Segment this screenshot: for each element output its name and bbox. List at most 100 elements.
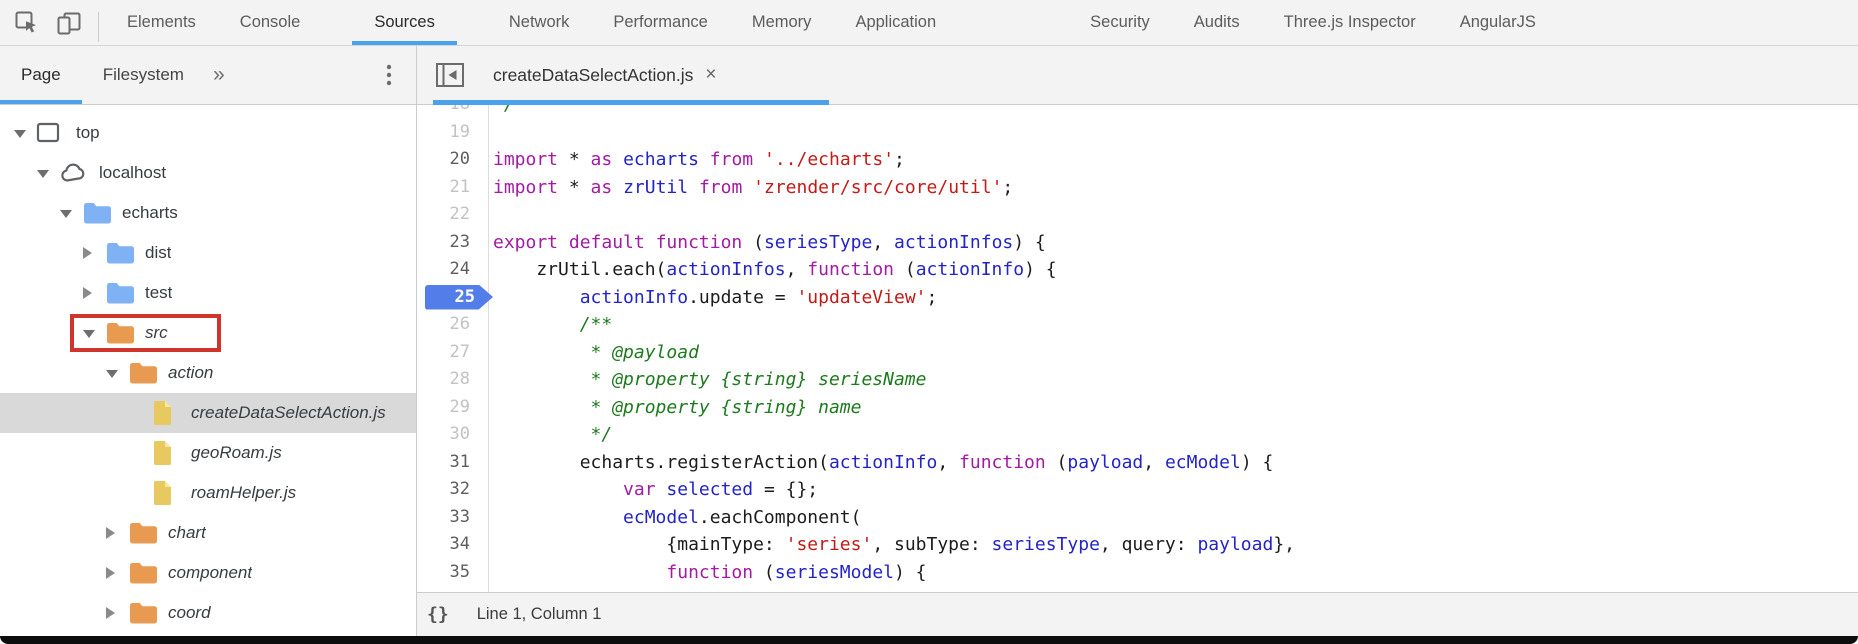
- tab-application[interactable]: Application: [855, 13, 937, 31]
- code-line-content: */: [579, 424, 613, 445]
- navigator-tab-page[interactable]: Page: [0, 46, 82, 104]
- folder-icon: [130, 603, 157, 624]
- line-number[interactable]: 30: [449, 424, 470, 444]
- line-number[interactable]: 21: [449, 176, 470, 197]
- expanded-arrow-icon[interactable]: [37, 170, 49, 178]
- tree-item-action[interactable]: action: [0, 353, 416, 393]
- file-tab-title: createDataSelectAction.js: [493, 64, 694, 85]
- tree-item-coord[interactable]: coord: [0, 593, 416, 633]
- code-line-content: actionInfo.update = 'updateView';: [579, 286, 938, 308]
- highlight-box: [70, 314, 221, 352]
- line-number[interactable]: 27: [449, 341, 470, 362]
- tree-item-test[interactable]: test: [0, 273, 416, 313]
- cursor-position-label: Line 1, Column 1: [476, 605, 602, 623]
- pretty-print-icon[interactable]: {}: [427, 604, 449, 625]
- tab-console[interactable]: Console: [239, 13, 301, 31]
- tree-item-localhost[interactable]: localhost: [0, 153, 416, 193]
- line-number[interactable]: 31: [449, 451, 470, 472]
- tree-item-dist[interactable]: dist: [0, 233, 416, 273]
- code-line-content: [488, 119, 1858, 147]
- collapsed-arrow-icon[interactable]: [106, 527, 115, 539]
- tree-item-label: echarts: [122, 203, 178, 222]
- line-number[interactable]: 19: [449, 121, 470, 142]
- code-line-22: 22: [417, 201, 1858, 229]
- tree-item-component[interactable]: component: [0, 553, 416, 593]
- code-line-content: import * as zrUtil from 'zrender/src/cor…: [493, 176, 1014, 198]
- tree-item-label: roamHelper.js: [191, 483, 297, 502]
- cloud-icon: [61, 163, 85, 182]
- line-number[interactable]: 32: [449, 479, 470, 499]
- line-number[interactable]: 22: [449, 204, 470, 224]
- tree-item-label: test: [145, 283, 173, 302]
- tree-item-src[interactable]: src: [0, 313, 416, 353]
- collapsed-arrow-icon[interactable]: [106, 607, 115, 619]
- active-tab-underline: [433, 100, 829, 105]
- expanded-arrow-icon[interactable]: [60, 210, 72, 218]
- tree-item-roamhelper-js[interactable]: roamHelper.js: [0, 473, 416, 513]
- line-number[interactable]: 18: [417, 105, 488, 119]
- window-bottom-edge: [0, 636, 1858, 644]
- inspect-element-icon[interactable]: [12, 8, 42, 38]
- code-line-33: 33 ecModel.eachComponent(: [417, 504, 1858, 532]
- hide-navigator-icon[interactable]: [435, 60, 466, 90]
- tree-item-top[interactable]: top: [0, 113, 416, 153]
- more-options-icon[interactable]: [380, 46, 398, 104]
- code-line-24: 24 zrUtil.each(actionInfos, function (ac…: [417, 256, 1858, 284]
- tab-security[interactable]: Security: [1090, 13, 1150, 31]
- expanded-arrow-icon[interactable]: [106, 370, 118, 378]
- code-line-content: export default function (seriesType, act…: [493, 231, 1046, 253]
- expanded-arrow-icon[interactable]: [14, 130, 26, 138]
- close-tab-icon[interactable]: ×: [705, 64, 717, 85]
- tree-item-label: action: [168, 363, 214, 382]
- file-icon: [154, 401, 171, 425]
- editor-status-bar: {} Line 1, Column 1: [417, 592, 1858, 636]
- navigator-tabs: Page Filesystem: [0, 46, 205, 104]
- collapsed-arrow-icon[interactable]: [83, 247, 92, 259]
- code-line-18: 18*/: [417, 105, 1858, 119]
- code-line-content: * @payload: [579, 341, 699, 363]
- tree-item-createdataselectaction-js[interactable]: createDataSelectAction.js: [0, 393, 416, 433]
- line-number[interactable]: 24: [449, 259, 470, 279]
- folder-icon: [130, 563, 157, 584]
- line-number[interactable]: 29: [449, 396, 470, 417]
- line-number[interactable]: 26: [449, 314, 470, 334]
- tab-sources[interactable]: Sources: [352, 0, 457, 45]
- tab-network[interactable]: Network: [508, 13, 570, 31]
- device-toolbar-icon[interactable]: [54, 8, 84, 38]
- collapsed-arrow-icon[interactable]: [106, 567, 115, 579]
- code-line-19: 19: [417, 119, 1858, 147]
- editor-tabbar: createDataSelectAction.js ×: [417, 46, 1858, 105]
- tab-three-js-inspector[interactable]: Three.js Inspector: [1283, 13, 1416, 31]
- navigator-tab-filesystem[interactable]: Filesystem: [102, 65, 184, 84]
- execution-pointer-flag[interactable]: 25: [425, 284, 493, 310]
- tab-performance[interactable]: Performance: [613, 13, 708, 31]
- tree-item-chart[interactable]: chart: [0, 513, 416, 553]
- line-number[interactable]: 33: [449, 506, 470, 527]
- tree-item-echarts[interactable]: echarts: [0, 193, 416, 233]
- tab-overflow-chevron[interactable]: »: [212, 63, 225, 86]
- tab-audits[interactable]: Audits: [1193, 13, 1240, 31]
- tree-item-label: geoRoam.js: [191, 443, 282, 462]
- file-tab-createdataselectaction-js[interactable]: createDataSelectAction.js ×: [493, 64, 717, 86]
- collapsed-arrow-icon[interactable]: [83, 287, 92, 299]
- tab-elements[interactable]: Elements: [127, 13, 196, 31]
- code-line-29: 29 * @property {string} name: [417, 394, 1858, 422]
- tree-item-georoam-js[interactable]: geoRoam.js: [0, 433, 416, 473]
- tab-angularjs[interactable]: AngularJS: [1459, 13, 1536, 31]
- line-number[interactable]: 20: [449, 149, 470, 169]
- code-line-content: var selected = {};: [623, 479, 819, 500]
- toolbar-divider: [98, 11, 99, 42]
- line-number[interactable]: 34: [449, 534, 470, 554]
- frame-icon: [36, 122, 60, 143]
- line-number[interactable]: 28: [449, 369, 470, 389]
- line-number[interactable]: 23: [449, 231, 470, 252]
- tab-memory[interactable]: Memory: [751, 13, 812, 31]
- code-line-content: ecModel.eachComponent(: [623, 506, 862, 528]
- folder-icon: [107, 243, 134, 264]
- expanded-arrow-icon[interactable]: [83, 330, 95, 338]
- line-number[interactable]: 35: [449, 561, 470, 582]
